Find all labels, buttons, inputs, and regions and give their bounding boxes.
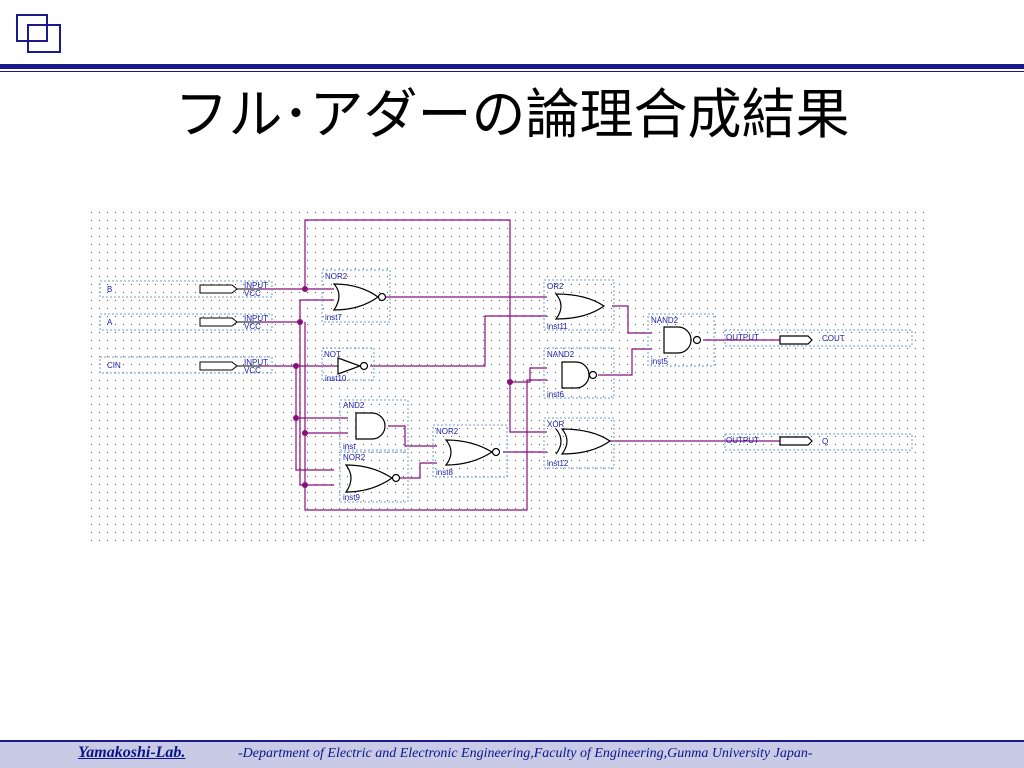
gate-xor-inst12-type: XOR bbox=[547, 420, 565, 429]
gate-or2-inst11-type: OR2 bbox=[547, 282, 564, 291]
footer-department: -Department of Electric and Electronic E… bbox=[238, 746, 813, 761]
schematic-diagram: B A CIN INPUT VCC INPUT VCC INPUT VCC bbox=[88, 206, 928, 542]
gate-nor2-inst7-inst: inst7 bbox=[325, 313, 342, 322]
input-cin-sub: VCC bbox=[244, 366, 261, 375]
header-rule-thin bbox=[0, 71, 1024, 72]
gate-and2-inst-type: AND2 bbox=[343, 401, 365, 410]
input-b-sub: VCC bbox=[244, 289, 261, 298]
gate-not-inst10-inst: inst10 bbox=[325, 374, 347, 383]
gate-nor2-inst8-type: NOR2 bbox=[436, 427, 459, 436]
footer-lab-name[interactable]: Yamakoshi-Lab. bbox=[78, 744, 186, 761]
output-q-type: OUTPUT bbox=[726, 436, 759, 445]
gate-nand2-inst6-type: NAND2 bbox=[547, 350, 575, 359]
gate-or2-inst11-inst: inst11 bbox=[547, 322, 568, 331]
gate-nor2-inst8-inst: inst8 bbox=[436, 468, 453, 477]
gate-nor2-inst9-inst: inst9 bbox=[343, 493, 360, 502]
output-q-label: Q bbox=[822, 437, 828, 446]
gate-xor-inst12-inst: inst12 bbox=[547, 459, 569, 468]
gate-not-inst10-type: NOT bbox=[324, 350, 341, 359]
input-a-label: A bbox=[107, 318, 113, 327]
footer-bar bbox=[0, 740, 1024, 768]
slide-title: フル･アダーの論理合成結果 bbox=[174, 83, 850, 146]
output-cout-label: COUT bbox=[822, 334, 845, 343]
gate-nor2-inst9-type: NOR2 bbox=[343, 453, 366, 462]
output-cout-type: OUTPUT bbox=[726, 333, 759, 342]
header-rule bbox=[0, 64, 1024, 69]
input-cin-label: CIN bbox=[107, 361, 121, 370]
gate-nor2-inst7-type: NOR2 bbox=[325, 272, 348, 281]
gate-nand2-inst5-inst: inst5 bbox=[651, 357, 668, 366]
gate-nand2-inst5-type: NAND2 bbox=[651, 316, 679, 325]
gate-and2-inst-inst: inst bbox=[343, 442, 356, 451]
gate-nand2-inst6-inst: inst6 bbox=[547, 390, 564, 399]
input-a-type: INPUT bbox=[244, 314, 268, 323]
logo-icon bbox=[16, 14, 61, 53]
input-cin-type: INPUT bbox=[244, 358, 268, 367]
input-a-sub: VCC bbox=[244, 322, 261, 331]
input-b-type: INPUT bbox=[244, 281, 268, 290]
input-b-label: B bbox=[107, 285, 112, 294]
